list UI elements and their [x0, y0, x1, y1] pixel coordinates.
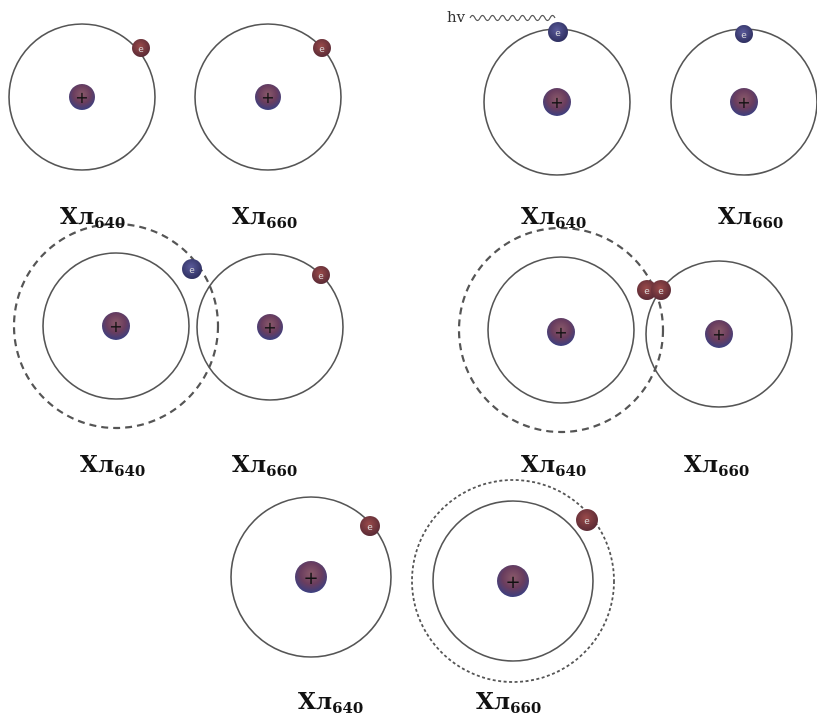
- panel-4-electron-transfer: + + e e: [457, 226, 793, 434]
- atom-chl640: + e: [8, 23, 156, 171]
- panel-2-photon-absorption: hv + e +: [447, 8, 817, 176]
- nucleus: +: [255, 84, 281, 110]
- label-chl660: Хл660: [684, 451, 750, 480]
- electron-symbol: e: [644, 287, 650, 297]
- orbit: [194, 23, 342, 171]
- nucleus: +: [497, 565, 529, 597]
- nucleus-plus: +: [75, 88, 88, 107]
- panel-5-transferred: + e + e: [230, 479, 615, 683]
- orbit: [8, 23, 156, 171]
- atom-chl660: +: [645, 260, 793, 408]
- label-chl640: Хл640: [521, 203, 587, 232]
- nucleus-plus: +: [109, 317, 122, 336]
- label-chl640: Хл640: [521, 451, 587, 480]
- electron-symbol: e: [318, 272, 324, 282]
- electron-excited: e: [548, 22, 568, 42]
- nucleus: +: [543, 88, 571, 116]
- photon-label: hv: [447, 8, 466, 26]
- electron-symbol: e: [138, 45, 144, 55]
- atom-chl660: + e: [194, 23, 342, 171]
- label-chl660: Хл660: [232, 203, 298, 232]
- nucleus-plus: +: [550, 93, 563, 112]
- orbit: [230, 496, 392, 658]
- electron-symbol: e: [741, 31, 747, 41]
- atom-chl640: + e: [12, 222, 220, 430]
- orbit: [432, 500, 594, 662]
- electron: e: [576, 509, 598, 531]
- orbit: [645, 260, 793, 408]
- orbit: [487, 256, 635, 404]
- atom-chl640: + e: [230, 496, 392, 658]
- electron: e: [735, 25, 753, 43]
- orbit: [42, 252, 190, 400]
- panel-1-ground-state: + e + e: [8, 23, 342, 171]
- excited-orbit-dashed: [12, 222, 220, 430]
- nucleus-plus: +: [712, 325, 725, 344]
- atom-chl640: +: [457, 226, 665, 434]
- nucleus: +: [730, 88, 758, 116]
- nucleus: +: [102, 312, 130, 340]
- nucleus-plus: +: [261, 88, 274, 107]
- nucleus-plus: +: [505, 572, 520, 593]
- atom-chl660: + e: [411, 479, 615, 683]
- photon-wave: [469, 14, 556, 22]
- nucleus: +: [547, 318, 575, 346]
- electron-symbol: e: [555, 29, 561, 39]
- label-chl640: Хл640: [80, 451, 146, 480]
- excited-orbit-dashed: [457, 226, 665, 434]
- electron-symbol: e: [319, 45, 325, 55]
- electron-pair: e e: [637, 280, 671, 300]
- panel-3-excited-overlap: + e + e: [12, 222, 344, 430]
- nucleus: +: [295, 561, 327, 593]
- label-chl660: Хл660: [232, 451, 298, 480]
- electron-excited: e: [182, 259, 202, 279]
- nucleus-plus: +: [737, 93, 750, 112]
- electron-symbol: e: [658, 287, 664, 297]
- excited-orbit-dashed: [411, 479, 615, 683]
- label-chl660: Хл660: [718, 203, 784, 232]
- electron: e: [132, 39, 150, 57]
- electron: e: [313, 39, 331, 57]
- nucleus-plus: +: [303, 568, 318, 589]
- electron: e: [360, 516, 380, 536]
- nucleus: +: [705, 320, 733, 348]
- nucleus: +: [69, 84, 95, 110]
- electron: e: [312, 266, 330, 284]
- atom-chl640: + e: [483, 22, 631, 176]
- electron-symbol: e: [367, 523, 373, 533]
- electron-symbol: e: [189, 266, 195, 276]
- atom-chl660: + e: [196, 253, 344, 401]
- nucleus-plus: +: [554, 323, 567, 342]
- atom-chl660: + e: [670, 25, 817, 176]
- nucleus: +: [257, 314, 283, 340]
- label-chl640: Хл640: [298, 688, 364, 715]
- nucleus-plus: +: [263, 318, 276, 337]
- orbit: [196, 253, 344, 401]
- label-chl660: Хл660: [476, 688, 542, 715]
- electron-symbol: e: [584, 517, 590, 527]
- label-chl640: Хл640: [60, 203, 126, 232]
